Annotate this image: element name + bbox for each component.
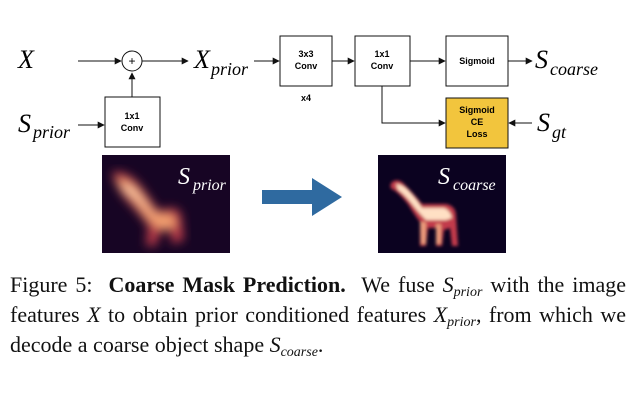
svg-text:prior: prior bbox=[209, 59, 249, 79]
svg-text:S: S bbox=[178, 164, 190, 190]
caption-text-2: with the image features bbox=[10, 272, 627, 327]
svg-text:prior: prior bbox=[192, 177, 227, 194]
coarse-heatmap-image: S coarse bbox=[378, 155, 506, 253]
svg-text:coarse: coarse bbox=[550, 59, 598, 79]
svg-text:S: S bbox=[537, 108, 550, 137]
caption-title: Coarse Mask Prediction. bbox=[108, 272, 346, 297]
x-input-symbol: X bbox=[17, 45, 35, 74]
conv3x3-line1: 3x3 bbox=[298, 49, 313, 59]
s-prior-input-symbol: S prior bbox=[18, 109, 71, 142]
conv1x1-left-line1: 1x1 bbox=[124, 111, 139, 121]
svg-text:gt: gt bbox=[552, 122, 567, 142]
caption-text-1: We fuse bbox=[361, 272, 435, 297]
caption-x: X bbox=[87, 302, 101, 327]
conv1x1-left-line2: Conv bbox=[121, 123, 144, 133]
s-coarse-output-symbol: S coarse bbox=[535, 45, 598, 79]
caption-text-4: , from which we decode a coarse object s… bbox=[10, 302, 627, 357]
x-prior-symbol: X prior bbox=[193, 45, 249, 79]
sigmoid-label: Sigmoid bbox=[459, 56, 495, 66]
prior-heatmap-label: S prior bbox=[178, 164, 227, 194]
architecture-diagram: X S prior + 1x1 Conv X prior 3x3 Conv x4… bbox=[17, 35, 598, 253]
caption-s-coarse: Scoarse bbox=[269, 332, 318, 360]
svg-text:coarse: coarse bbox=[453, 177, 496, 194]
conv1x1-right-line1: 1x1 bbox=[374, 49, 389, 59]
s-gt-symbol: S gt bbox=[537, 108, 567, 142]
transform-arrow bbox=[262, 178, 342, 216]
prior-heatmap-image: S prior bbox=[102, 155, 230, 253]
svg-text:X: X bbox=[193, 45, 211, 74]
loss-line3: Loss bbox=[466, 129, 487, 139]
figure-label: Figure 5: bbox=[10, 272, 93, 297]
caption-text-3: to obtain prior conditioned features bbox=[108, 302, 427, 327]
loss-line2: CE bbox=[471, 117, 484, 127]
figure-caption: Figure 5: Coarse Mask Prediction. We fus… bbox=[10, 270, 626, 360]
svg-text:prior: prior bbox=[31, 122, 71, 142]
svg-text:S: S bbox=[535, 45, 548, 74]
conv3x3-box bbox=[279, 35, 333, 87]
conv1x1-left-box bbox=[104, 96, 161, 148]
sigmoid-box bbox=[445, 35, 509, 87]
caption-s-prior: Sprior bbox=[442, 272, 483, 300]
svg-text:S: S bbox=[18, 109, 31, 138]
caption-x-prior: Xprior bbox=[433, 302, 476, 330]
plus-label: + bbox=[128, 54, 135, 68]
caption-text-5: . bbox=[317, 332, 324, 357]
svg-text:S: S bbox=[438, 164, 450, 190]
conv1x1-right-line2: Conv bbox=[371, 61, 394, 71]
conv3x3-line2: Conv bbox=[295, 61, 318, 71]
conv3x3-repeat: x4 bbox=[301, 93, 311, 103]
coarse-heatmap-label: S coarse bbox=[438, 164, 496, 194]
edge-conv1-to-loss bbox=[381, 86, 446, 127]
loss-line1: Sigmoid bbox=[459, 105, 495, 115]
loss-box bbox=[445, 97, 509, 149]
